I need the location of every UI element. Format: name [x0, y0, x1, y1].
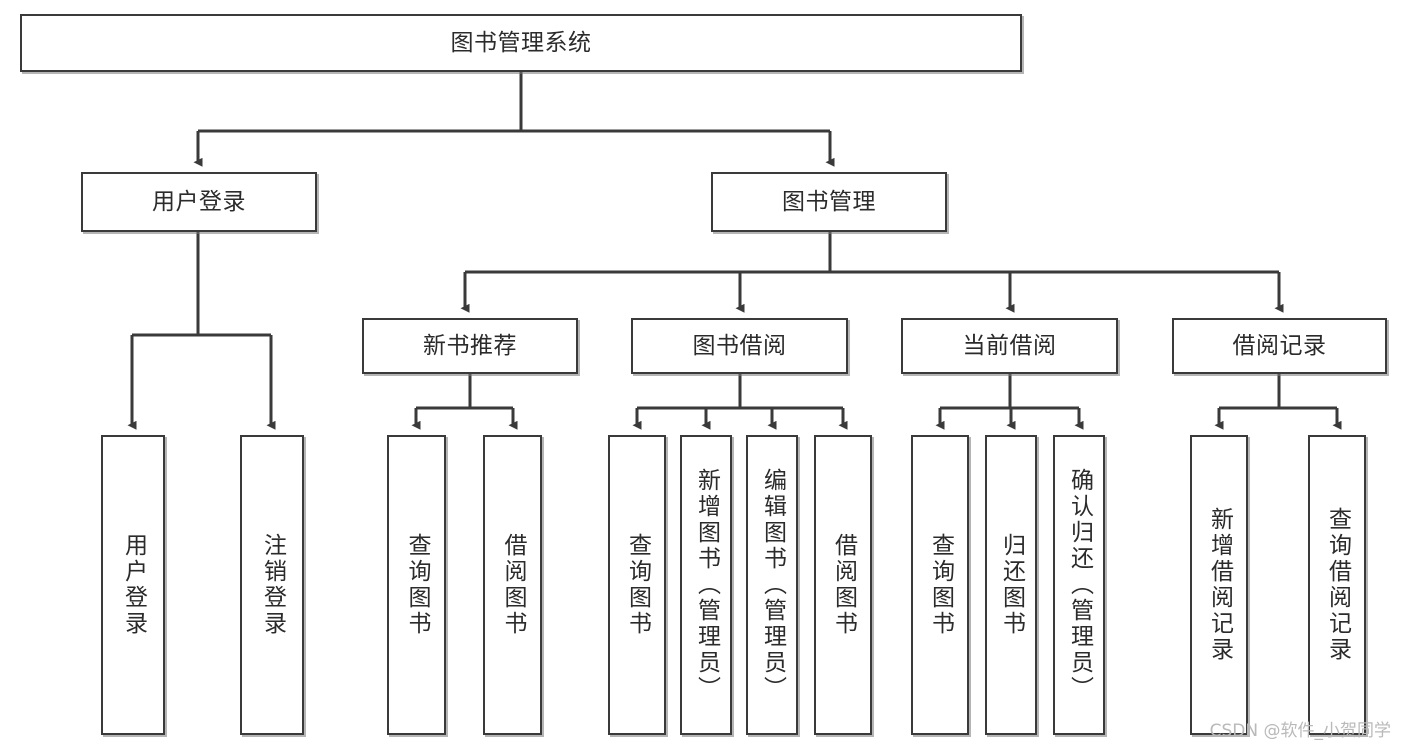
connector-root-to-level2	[193, 72, 835, 167]
node-new-book-recommend[interactable]: 新书推荐	[362, 318, 578, 374]
node-book-borrow[interactable]: 图书借阅	[631, 318, 848, 374]
node-current-borrow[interactable]: 当前借阅	[901, 318, 1118, 374]
node-leaf-query-book-borrow-label: 查询图书	[624, 533, 651, 637]
node-book-management[interactable]: 图书管理	[711, 172, 947, 232]
node-book-management-label: 图书管理	[782, 188, 876, 215]
node-current-borrow-label: 当前借阅	[962, 332, 1057, 359]
connector-bookborrow-to-leaves	[632, 374, 848, 430]
node-root-system[interactable]: 图书管理系统	[20, 14, 1022, 72]
connector-newbook-to-leaves	[411, 374, 518, 430]
connector-borrowrecord-to-leaves	[1214, 374, 1342, 430]
node-leaf-borrow-book-new[interactable]: 借阅图书	[483, 435, 542, 735]
node-leaf-query-borrow-record[interactable]: 查询借阅记录	[1308, 435, 1366, 735]
node-leaf-add-borrow-record-label: 新增借阅记录	[1206, 507, 1233, 663]
node-leaf-user-login[interactable]: 用户登录	[101, 435, 165, 735]
node-leaf-borrow-book[interactable]: 借阅图书	[814, 435, 872, 735]
node-leaf-add-book-admin[interactable]: 新增图书（管理员）	[680, 435, 732, 735]
node-leaf-logout-label: 注销登录	[259, 533, 286, 637]
node-new-book-recommend-label: 新书推荐	[423, 332, 517, 359]
node-leaf-return-book[interactable]: 归还图书	[985, 435, 1037, 735]
node-borrow-record[interactable]: 借阅记录	[1172, 318, 1387, 374]
node-user-login-label: 用户登录	[152, 188, 246, 215]
connector-bookmgmt-to-level3	[460, 232, 1284, 313]
node-leaf-query-book-borrow[interactable]: 查询图书	[608, 435, 666, 735]
node-leaf-add-borrow-record[interactable]: 新增借阅记录	[1190, 435, 1248, 735]
connector-userlogin-to-leaves	[127, 232, 276, 430]
node-book-borrow-label: 图书借阅	[692, 332, 787, 359]
node-leaf-confirm-return-admin[interactable]: 确认归还（管理员）	[1053, 435, 1105, 735]
node-leaf-user-login-label: 用户登录	[120, 533, 147, 637]
node-leaf-edit-book-admin-label: 编辑图书（管理员）	[759, 468, 786, 702]
node-root-system-label: 图书管理系统	[450, 29, 592, 56]
node-leaf-return-book-label: 归还图书	[998, 533, 1025, 637]
node-leaf-borrow-book-new-label: 借阅图书	[500, 533, 526, 637]
node-leaf-query-borrow-record-label: 查询借阅记录	[1324, 507, 1351, 663]
node-leaf-borrow-book-label: 借阅图书	[830, 533, 857, 637]
node-user-login[interactable]: 用户登录	[81, 172, 317, 232]
node-leaf-edit-book-admin[interactable]: 编辑图书（管理员）	[746, 435, 798, 735]
connector-currentborrow-to-leaves	[935, 374, 1084, 430]
node-leaf-query-book-current[interactable]: 查询图书	[911, 435, 969, 735]
node-leaf-query-book-new-label: 查询图书	[404, 533, 430, 637]
node-leaf-query-book-new[interactable]: 查询图书	[387, 435, 446, 735]
node-leaf-logout[interactable]: 注销登录	[240, 435, 304, 735]
node-leaf-add-book-admin-label: 新增图书（管理员）	[693, 468, 720, 702]
node-borrow-record-label: 借阅记录	[1232, 332, 1327, 359]
node-leaf-confirm-return-admin-label: 确认归还（管理员）	[1066, 468, 1093, 702]
node-leaf-query-book-current-label: 查询图书	[927, 533, 954, 637]
